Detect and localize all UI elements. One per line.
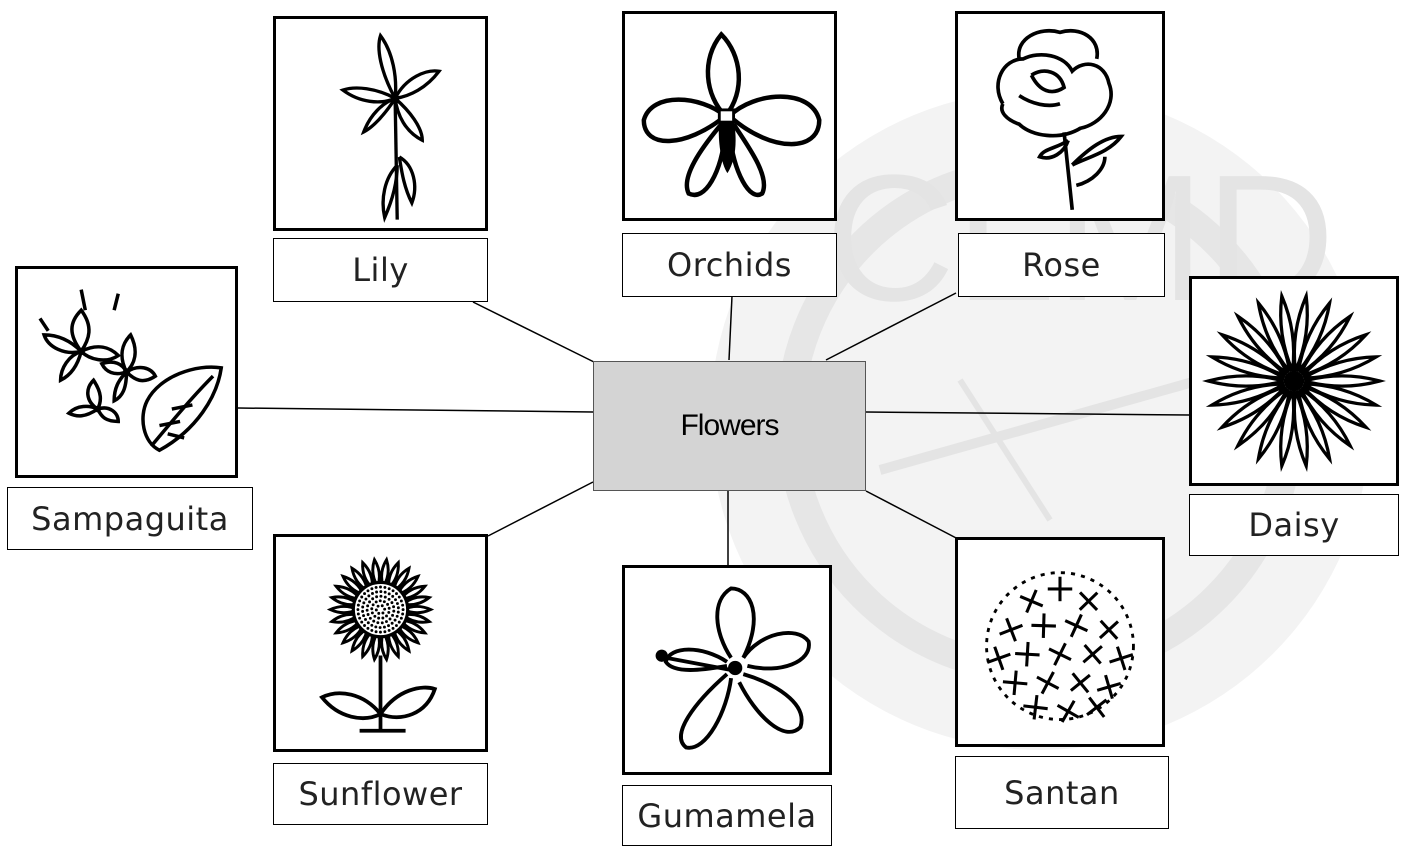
gumamela-picture: [622, 565, 832, 775]
center-node: Flowers: [593, 361, 866, 491]
gumamela-label-box: Gumamela: [622, 785, 832, 846]
daisy-picture: [1189, 276, 1399, 486]
santan-picture: [955, 537, 1165, 747]
orchid-icon: [625, 14, 834, 218]
lily-label-box: Lily: [273, 238, 488, 302]
connector-rose: [826, 293, 956, 360]
rose-picture: [955, 11, 1165, 221]
daisy-icon: [1192, 279, 1396, 483]
sunflower-label: Sunflower: [298, 775, 462, 813]
orchids-picture: [622, 11, 837, 221]
center-label: Flowers: [680, 409, 778, 443]
sampaguita-picture: [15, 266, 238, 478]
rose-label-box: Rose: [958, 233, 1165, 297]
connector-orchids: [729, 296, 732, 360]
santan-icon: [958, 540, 1162, 744]
sampaguita-label-box: Sampaguita: [7, 487, 253, 550]
lily-picture: [273, 16, 488, 231]
daisy-label-box: Daisy: [1189, 494, 1399, 556]
gumamela-icon: [625, 568, 829, 772]
santan-label-box: Santan: [955, 756, 1169, 829]
lily-icon: [276, 19, 485, 228]
rose-icon: [958, 14, 1162, 218]
sunflower-picture: [273, 534, 488, 752]
orchids-label-box: Orchids: [622, 233, 837, 297]
connector-sunflower: [488, 482, 593, 536]
sampaguita-icon: [18, 269, 235, 475]
lily-label: Lily: [352, 251, 409, 289]
connector-daisy: [866, 412, 1189, 415]
connector-santan: [866, 491, 960, 540]
connector-sampaguita: [238, 408, 593, 412]
gumamela-label: Gumamela: [637, 797, 816, 835]
daisy-label: Daisy: [1248, 506, 1339, 544]
sampaguita-label: Sampaguita: [31, 500, 229, 538]
sunflower-icon: [276, 537, 485, 749]
orchids-label: Orchids: [667, 246, 792, 284]
santan-label: Santan: [1004, 774, 1120, 812]
sunflower-label-box: Sunflower: [273, 763, 488, 825]
rose-label: Rose: [1022, 246, 1101, 284]
connector-lily: [473, 302, 596, 363]
